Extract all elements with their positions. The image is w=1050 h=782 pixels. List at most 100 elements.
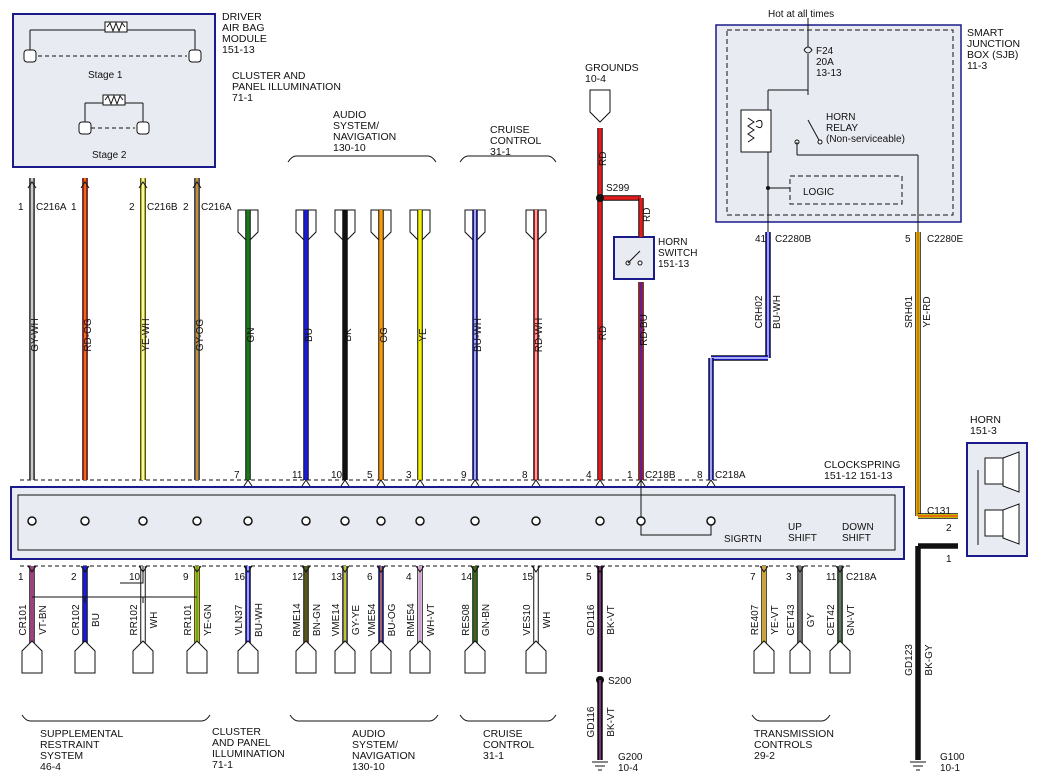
stage1-label: Stage 1 <box>88 70 123 81</box>
bottom-wire-arrow-11 <box>595 565 605 573</box>
g200-label: G200 <box>618 752 643 763</box>
clockspring-inner <box>17 494 896 551</box>
bottom-wire-arrow-8 <box>415 565 425 573</box>
g100-ref: 10-1 <box>940 763 960 774</box>
airbag-module: Stage 1 Stage 2 <box>12 13 216 168</box>
sjb-circuit-0: CRH02 <box>754 295 765 328</box>
top-wire-pin-3: 2 <box>183 202 189 213</box>
bottom-wire-arrow-3 <box>192 565 202 573</box>
top-wire-pin-6: 10 <box>331 470 343 481</box>
horn-switch <box>613 236 655 280</box>
bottom-plug-7 <box>370 640 392 674</box>
top-wire-arrow-11 <box>595 479 605 487</box>
top-wire-color-10: RD-WH <box>534 318 545 352</box>
top-wire-conn-12: C218B <box>645 470 676 481</box>
rd-upper-label: RD <box>598 152 609 166</box>
clockspring-pin-6 <box>340 516 350 526</box>
top-wire-arrow-0 <box>27 181 37 189</box>
bottom-wire-arrow-0 <box>27 565 37 573</box>
bottom-color-14: GN-VT <box>846 604 857 635</box>
top-wire-color-6: BK <box>343 328 354 342</box>
sjb-conn-0: C2280B <box>775 234 811 245</box>
ground-lower-circuit: GD116 <box>586 706 597 737</box>
bottom-plug-14 <box>829 640 851 674</box>
horn-component <box>966 442 1028 557</box>
pin10-lead <box>120 566 144 584</box>
top-wire-color-7: OG <box>379 327 390 343</box>
top-wire-arrow-13 <box>706 479 716 487</box>
top-wire-conn-0: C216A <box>36 202 67 213</box>
top-wire-pin-11: 4 <box>586 470 592 481</box>
bottom-wire-arrow-6 <box>340 565 350 573</box>
g100-ground-icon <box>910 761 926 771</box>
top-wire-color-12: RD-BU <box>639 314 650 346</box>
top-wire-color-9: BU-WH <box>473 318 484 352</box>
sjb-conn-1: C2280E <box>927 234 963 245</box>
clockspring-pin-10 <box>531 516 541 526</box>
bottom-circuit-5: RME14 <box>292 603 303 637</box>
bottom-circuit-4: VLN37 <box>234 604 245 635</box>
top-wire-conn-13: C218A <box>715 470 746 481</box>
bottom-color-2: WH <box>149 612 160 629</box>
s299-label: S299 <box>606 183 630 194</box>
top-wire-arrow-9 <box>470 479 480 487</box>
top-wire-color-1: RD-OG <box>83 318 94 352</box>
bottom-wire-pin-0: 1 <box>18 572 24 583</box>
bottom-color-9: GN-BN <box>481 604 492 636</box>
bottom-plug-10 <box>525 640 547 674</box>
logic-label: LOGIC <box>803 187 834 198</box>
bottom-wire-conn-14: C218A <box>846 572 877 583</box>
srs-brace <box>21 714 211 722</box>
top-wire-arrow-5 <box>301 479 311 487</box>
clockspring-pin-1 <box>80 516 90 526</box>
bottom-wire-pin-5: 12 <box>292 572 304 583</box>
bottom-wire-pin-14: 11 <box>826 572 837 583</box>
top-wire-conn-2: C216B <box>147 202 178 213</box>
ground-lower-color: BK-VT <box>606 707 617 736</box>
bottom-wire-pin-8: 4 <box>406 572 412 583</box>
bottom-wire-arrow-4 <box>243 565 253 573</box>
top-wire-color-11: RD <box>598 326 609 340</box>
bottom-wire-pin-12: 7 <box>750 572 756 583</box>
bottom-wire-arrow-13 <box>795 565 805 573</box>
bottom-circuit-13: CET43 <box>786 604 797 636</box>
bottom-wire-arrow-7 <box>376 565 386 573</box>
top-wire-color-4: GN <box>246 328 257 343</box>
g100-label: G100 <box>940 752 965 763</box>
bottom-wire-arrow-14 <box>835 565 845 573</box>
bottom-circuit-0: CR101 <box>18 604 29 636</box>
bottom-plug-5 <box>295 640 317 674</box>
top-wire-color-3: GY-OG <box>195 319 206 352</box>
sjb-hot-label: Hot at all times <box>768 9 834 20</box>
bottom-audio-brace <box>289 714 439 722</box>
top-wire-pin-5: 11 <box>292 470 303 481</box>
bottom-wire-arrow-1 <box>80 565 90 573</box>
bottom-plug-8 <box>409 640 431 674</box>
top-wire-arrow-2 <box>138 181 148 189</box>
top-wire-pin-12: 1 <box>627 470 633 481</box>
bottom-circuit-2: RR102 <box>129 604 140 636</box>
bottom-color-13: GY <box>806 612 817 627</box>
sjb-pin-0: 41 <box>755 234 767 245</box>
top-wire-color-2: YE-WH <box>141 318 152 351</box>
bottom-circuit-11: GD116 <box>586 604 597 635</box>
top-wire-arrow-1 <box>80 181 90 189</box>
clockspring-pin-11 <box>595 516 605 526</box>
bottom-wire-pin-1: 2 <box>71 572 77 583</box>
bottom-wire-pin-9: 14 <box>461 572 473 583</box>
clockspring-pin-8 <box>415 516 425 526</box>
bottom-plug-1 <box>74 640 96 674</box>
clockspring-pin-4 <box>243 516 253 526</box>
